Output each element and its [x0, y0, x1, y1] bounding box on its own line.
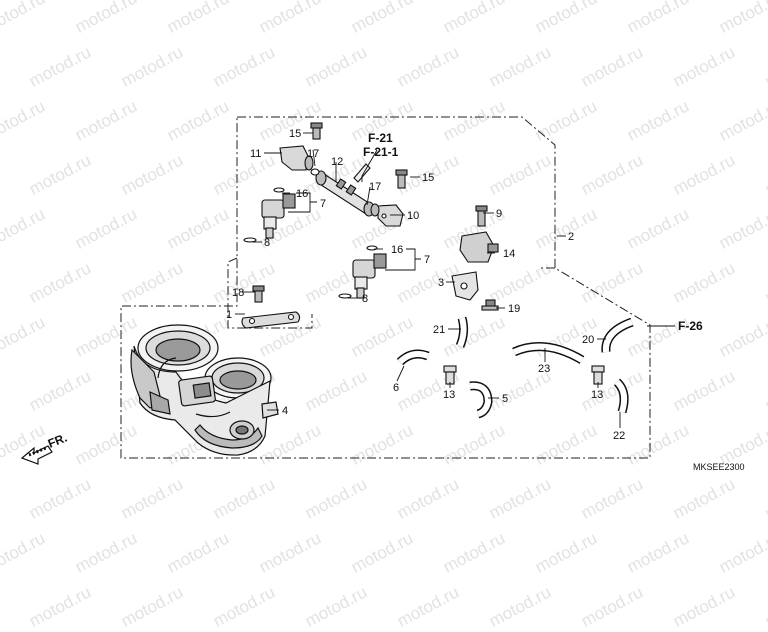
watermark-text: motod.ru: [578, 582, 647, 631]
watermark-text: motod.ru: [762, 582, 768, 631]
callout-16: 16: [391, 244, 403, 256]
callout-22: 22: [613, 430, 625, 442]
leader-lines: [235, 132, 675, 428]
callout-17: 17: [307, 148, 319, 160]
callout-20: 20: [582, 334, 594, 346]
injector-upper: [243, 187, 296, 243]
assembly-frame: [120, 116, 651, 459]
callout-8: 8: [362, 293, 368, 305]
callout-2: 2: [568, 231, 574, 243]
callout-17: 17: [369, 181, 381, 193]
callout-1: 1: [226, 309, 232, 321]
diagram-canvas: FR. F-21 F-21-1 F-26 15 11 17 12 15 17 1…: [20, 116, 745, 472]
callout-5: 5: [502, 393, 508, 405]
callout-14: 14: [503, 248, 515, 260]
hoses: [396, 316, 634, 419]
injector-lower: [338, 245, 387, 299]
callout-7: 7: [320, 198, 326, 210]
callout-13: 13: [443, 389, 455, 401]
sensor-assembly: [451, 205, 499, 311]
callout-15: 15: [289, 128, 301, 140]
callout-23: 23: [538, 363, 550, 375]
watermark-text: motod.ru: [210, 582, 279, 631]
ref-f26[interactable]: F-26: [678, 319, 703, 333]
callout-7: 7: [424, 254, 430, 266]
watermark-text: motod.ru: [670, 582, 739, 631]
ref-f21[interactable]: F-21: [368, 131, 393, 145]
bracket-part-1: [241, 285, 301, 329]
callout-8: 8: [264, 237, 270, 249]
watermark-text: motod.ru: [394, 582, 463, 631]
callout-3: 3: [438, 277, 444, 289]
watermark-text: motod.ru: [26, 582, 95, 631]
diagram-code: MKSEE2300: [693, 462, 745, 472]
callout-6: 6: [393, 382, 399, 394]
callout-12: 12: [331, 156, 343, 168]
throttle-body: [130, 324, 279, 456]
hose-joints: [443, 365, 605, 385]
callout-19: 19: [508, 303, 520, 315]
callout-16: 16: [296, 188, 308, 200]
callout-13: 13: [591, 389, 603, 401]
ref-f21-1[interactable]: F-21-1: [363, 145, 399, 159]
watermark-text: motod.ru: [486, 582, 555, 631]
watermark-text: motod.ru: [302, 582, 371, 631]
callout-15: 15: [422, 172, 434, 184]
callout-18: 18: [232, 287, 244, 299]
front-label: FR.: [46, 431, 69, 451]
front-direction-marker: FR.: [20, 431, 69, 465]
callout-21: 21: [433, 324, 445, 336]
callout-9: 9: [496, 208, 502, 220]
callout-4: 4: [282, 405, 288, 417]
callout-11: 11: [250, 148, 261, 160]
watermark-text: motod.ru: [118, 582, 187, 631]
callout-10: 10: [407, 210, 419, 222]
